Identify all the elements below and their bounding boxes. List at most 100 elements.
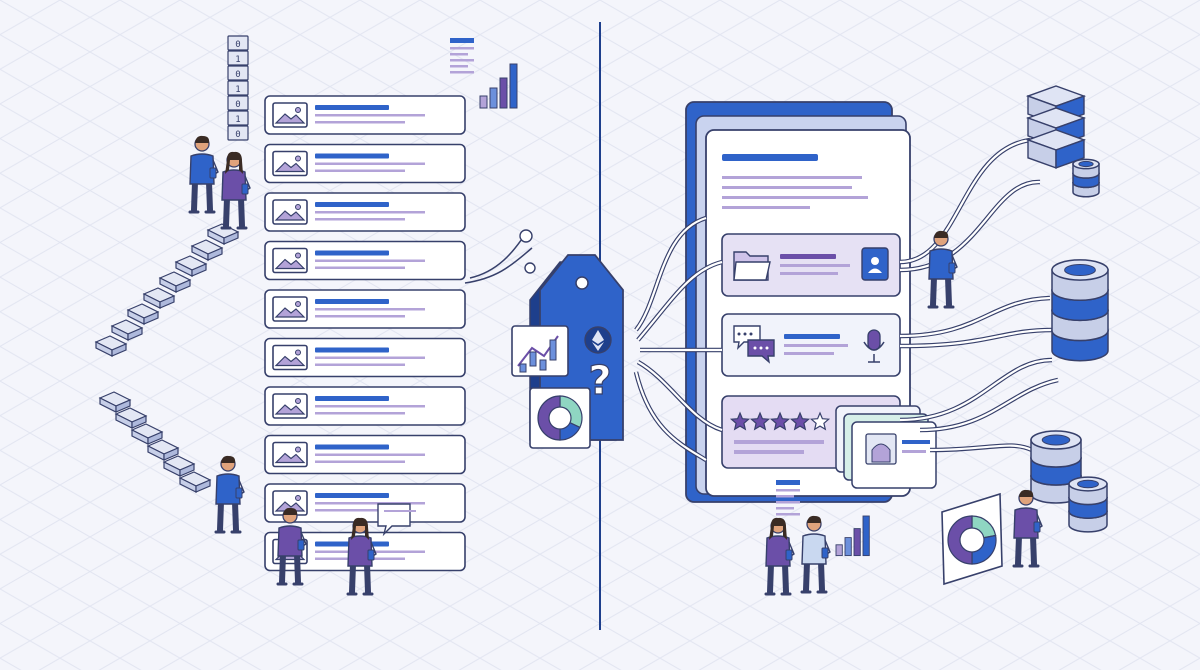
card-text-line — [315, 121, 405, 124]
bar-chart-icon — [835, 515, 870, 557]
center-tag-group: ? — [464, 229, 624, 449]
star-icon — [809, 411, 831, 431]
donut-chart-icon — [537, 395, 583, 441]
content-list-card — [264, 434, 466, 475]
document-heading-line — [450, 38, 474, 43]
donut-chart-card — [529, 387, 591, 449]
card-text-line — [780, 272, 838, 275]
bar-chart-bar — [835, 544, 843, 557]
mic-head — [867, 329, 881, 351]
bar-chart-bar — [479, 95, 488, 109]
stepping-tile — [142, 287, 176, 309]
image-icon — [272, 150, 308, 177]
person-icon — [214, 455, 245, 534]
binary-digit: 1 — [235, 85, 240, 95]
person-hair — [807, 515, 822, 523]
stepping-tile — [114, 407, 148, 429]
phone-icon — [785, 549, 793, 561]
profile-text-line — [902, 450, 926, 453]
bar-chart-bar — [862, 515, 870, 557]
person-hair — [351, 517, 369, 540]
card-title-line — [315, 396, 389, 401]
bar-chart-bar — [844, 537, 852, 557]
star-icon — [789, 411, 811, 431]
stepping-tile — [174, 255, 208, 277]
donut-hole — [548, 406, 572, 430]
phone-icon — [821, 547, 829, 559]
phone-icon — [367, 549, 375, 561]
contact-body — [868, 268, 882, 273]
database-top-hole — [1077, 479, 1099, 489]
binary-cube — [227, 80, 249, 96]
stepping-tile — [98, 391, 132, 413]
binary-digit: 0 — [235, 70, 240, 80]
tag-hole — [575, 276, 589, 290]
card-text-line — [315, 114, 425, 117]
stepping-tile — [178, 471, 212, 493]
person-icon — [188, 135, 219, 214]
binary-digit: 1 — [235, 55, 240, 65]
card-text-line — [315, 412, 405, 415]
stepping-tile — [206, 223, 240, 245]
person-icon — [220, 151, 251, 230]
card-text-line — [315, 356, 425, 359]
person-torso — [928, 248, 954, 280]
cable-core — [929, 444, 1033, 452]
cable-loop — [519, 229, 533, 243]
image-icon — [272, 199, 308, 225]
database-top-hole — [1041, 434, 1071, 446]
bar-chart-bar — [489, 87, 498, 109]
phone-icon — [948, 262, 956, 274]
database-top-hole — [1078, 160, 1094, 168]
server-icon — [1025, 85, 1087, 169]
document-text-line — [776, 507, 794, 510]
image-icon — [272, 490, 308, 516]
cable-loop — [524, 262, 536, 274]
binary-cube — [227, 125, 249, 141]
bar-chart-bar — [529, 351, 537, 367]
server-front — [1055, 138, 1085, 169]
binary-cube — [227, 95, 249, 111]
document-snippet-icon — [450, 38, 474, 74]
image-icon — [272, 102, 308, 128]
bar-chart-icon — [479, 63, 518, 109]
binary-digit: 0 — [235, 130, 240, 140]
document-text-line — [722, 206, 810, 209]
person-legs — [930, 274, 952, 308]
document-text-line — [776, 513, 800, 516]
stepping-tile — [110, 319, 144, 341]
person-icon — [927, 230, 958, 309]
contact-book-icon — [861, 247, 889, 281]
binary-digit: 0 — [235, 40, 240, 50]
document-text-line — [450, 59, 474, 62]
person-torso — [1013, 507, 1039, 539]
document-text-line — [776, 501, 800, 504]
card-text-line — [315, 308, 425, 311]
card-text-line — [315, 169, 405, 172]
ethereum-glyph — [592, 330, 604, 351]
cable-core — [637, 361, 723, 432]
person-legs — [1015, 533, 1037, 567]
image-icon — [272, 344, 308, 371]
person-icon — [764, 517, 795, 596]
phone-icon — [297, 539, 305, 551]
database-icon — [1051, 259, 1109, 362]
price-tag-icon — [529, 254, 624, 441]
cable-core — [899, 138, 1031, 264]
stepping-tile — [190, 239, 224, 261]
phone-icon — [235, 487, 243, 499]
phone-icon — [209, 167, 217, 179]
person-hair — [221, 455, 236, 463]
person-icon — [276, 507, 307, 586]
phone-icon — [241, 183, 249, 195]
donut-chart-icon — [947, 515, 997, 565]
image-icon — [272, 247, 308, 274]
card-text-line — [784, 344, 848, 347]
card-text-line — [734, 440, 824, 444]
question-mark: ? — [588, 358, 611, 404]
card-title-line — [315, 202, 389, 207]
card-text-line — [315, 266, 405, 269]
chat-dot — [749, 332, 753, 336]
